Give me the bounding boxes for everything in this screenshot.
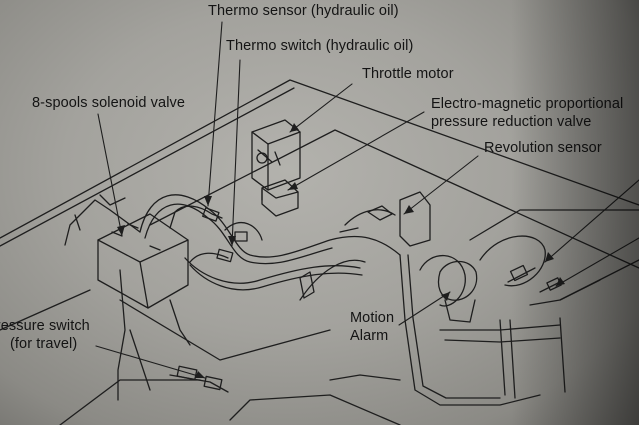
revolution-sensor-shape	[339, 191, 431, 247]
label-pressure-switch-line2: (for travel)	[10, 336, 78, 352]
right-sensor-shape	[507, 264, 562, 293]
machine-frame	[0, 79, 639, 425]
label-motion-alarm-line1: Motion	[350, 310, 395, 326]
label-thermo-switch: Thermo switch (hydraulic oil)	[226, 38, 414, 54]
label-em-valve-line2: pressure reduction valve	[431, 114, 592, 130]
label-spools-solenoid-valve: 8-spools solenoid valve	[32, 95, 186, 111]
em-valve-shape	[261, 179, 299, 217]
label-throttle-motor: Throttle motor	[362, 66, 454, 82]
spools-solenoid-valve-shape	[97, 213, 189, 309]
leader-arrowheads	[117, 123, 565, 378]
thermo-switch-shape	[189, 221, 263, 263]
label-em-valve-line1: Electro-magnetic proportional	[431, 96, 624, 112]
label-motion-alarm-line2: Alarm	[350, 328, 389, 344]
label-pressure-switch-line1: Pressure switch	[0, 318, 90, 334]
leader-lines	[95, 21, 639, 379]
label-thermo-sensor: Thermo sensor (hydraulic oil)	[208, 3, 399, 19]
throttle-motor-shape	[251, 119, 301, 201]
pressure-switch-shape	[169, 365, 229, 393]
wiring-harness	[64, 194, 601, 406]
thermo-sensor-shape	[169, 205, 223, 229]
motion-alarm-shape	[299, 260, 478, 323]
label-revolution-sensor: Revolution sensor	[484, 140, 602, 156]
